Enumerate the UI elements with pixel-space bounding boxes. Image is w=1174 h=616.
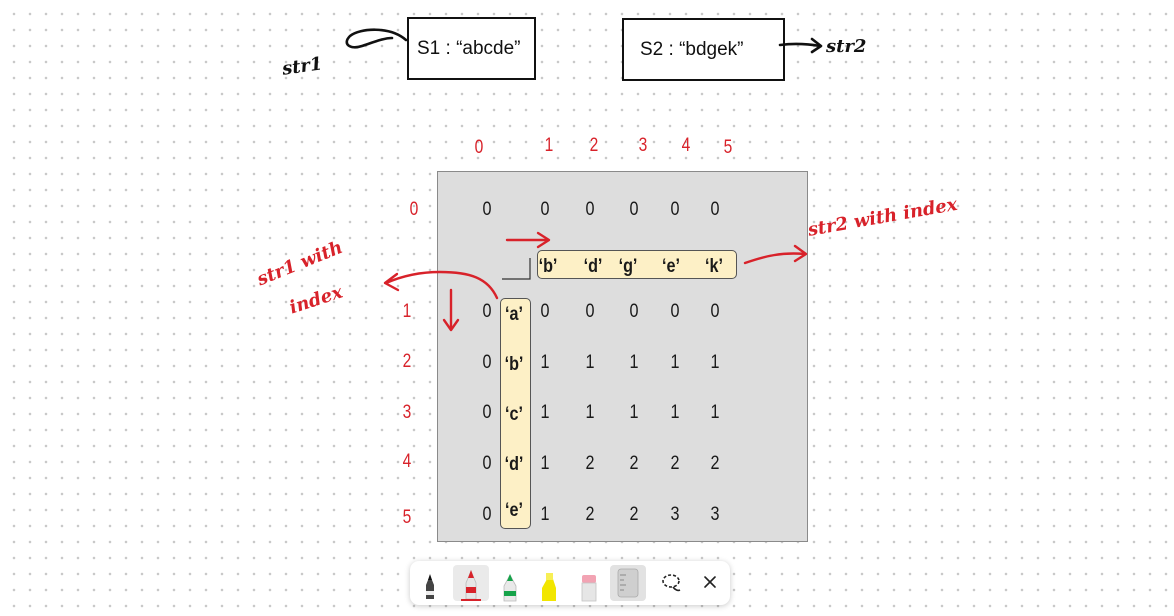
dp-cell: 0 — [629, 301, 639, 322]
col-index-2: 2 — [589, 135, 599, 156]
pen-red-icon — [461, 569, 481, 601]
s2-chars-highlight — [537, 250, 737, 279]
s2-char-3: ‘g’ — [618, 256, 638, 277]
row-index-0: 0 — [409, 199, 419, 220]
string-s1: S1 : “abcde” — [417, 37, 521, 59]
drawing-toolbar — [410, 561, 730, 605]
string-box-s1: S1 : “abcde” — [407, 17, 536, 80]
ruler-tool[interactable] — [610, 565, 646, 601]
dp-cell: 2 — [710, 453, 720, 474]
s2-char-5: ‘k’ — [705, 256, 723, 277]
dp-cell: 1 — [710, 352, 720, 373]
dp-cell: 1 — [670, 352, 680, 373]
dp-cell: 2 — [585, 453, 595, 474]
close-icon — [704, 576, 716, 588]
s2-char-1: ‘b’ — [538, 256, 558, 277]
dp-cell: 0 — [482, 453, 492, 474]
str2-arrow — [778, 42, 822, 48]
dp-cell: 1 — [629, 402, 639, 423]
highlighter-yellow-tool[interactable] — [531, 561, 567, 605]
dp-cell: 1 — [670, 402, 680, 423]
dp-cell: 0 — [670, 199, 680, 220]
s1-chars-highlight — [500, 298, 531, 529]
dp-cell: 2 — [629, 453, 639, 474]
col-index-5: 5 — [723, 137, 733, 158]
str1-index-arrow — [384, 270, 499, 300]
dp-cell: 0 — [482, 352, 492, 373]
dp-cell: 1 — [710, 402, 720, 423]
col-index-1: 1 — [544, 135, 554, 156]
dp-cell: 0 — [670, 301, 680, 322]
s2-char-4: ‘e’ — [662, 256, 680, 277]
dp-cell: 2 — [670, 453, 680, 474]
row-index-1: 1 — [402, 301, 412, 322]
eraser-tool[interactable] — [571, 561, 607, 605]
dp-cell: 3 — [710, 504, 720, 525]
pen-black-icon — [426, 574, 434, 599]
s1-char-1: ‘a’ — [505, 304, 523, 325]
dp-cell: 0 — [540, 301, 550, 322]
dp-table — [437, 171, 808, 542]
dp-cell: 2 — [629, 504, 639, 525]
s1-char-5: ‘e’ — [505, 500, 523, 521]
s1-char-3: ‘c’ — [505, 404, 523, 425]
dp-cell: 0 — [710, 199, 720, 220]
dp-cell: 1 — [540, 352, 550, 373]
dp-cell: 0 — [585, 199, 595, 220]
corner-cell-mark — [502, 258, 531, 280]
col-index-4: 4 — [681, 135, 691, 156]
dp-cell: 2 — [585, 504, 595, 525]
lasso-tool[interactable] — [653, 561, 689, 605]
ruler-icon — [617, 568, 639, 598]
row-index-4: 4 — [402, 451, 412, 472]
lasso-icon — [662, 574, 681, 592]
col-index-0: 0 — [474, 137, 484, 158]
annotation-str2-label: str2 — [826, 36, 867, 57]
dp-cell: 0 — [482, 504, 492, 525]
dp-cell: 0 — [710, 301, 720, 322]
dp-cell: 1 — [629, 352, 639, 373]
row-index-2: 2 — [402, 351, 412, 372]
string-box-s2: S2 : “bdgek” — [622, 18, 785, 81]
dp-cell: 1 — [540, 402, 550, 423]
pen-black-tool[interactable] — [414, 561, 450, 605]
dp-cell: 0 — [482, 402, 492, 423]
eraser-icon — [581, 575, 597, 602]
close-toolbar-button[interactable] — [692, 561, 728, 605]
pen-green-tool[interactable] — [492, 561, 528, 605]
dp-cell: 1 — [585, 352, 595, 373]
col-index-3: 3 — [638, 135, 648, 156]
str2-index-arrow — [743, 252, 807, 265]
dp-cell: 3 — [670, 504, 680, 525]
s2-char-2: ‘d’ — [583, 256, 603, 277]
row-index-3: 3 — [402, 402, 412, 423]
highlighter-yellow-icon — [542, 573, 556, 601]
string-s2: S2 : “bdgek” — [640, 38, 744, 60]
dp-cell: 1 — [585, 402, 595, 423]
str1-arrow — [345, 28, 408, 49]
dp-cell: 1 — [540, 453, 550, 474]
s1-char-2: ‘b’ — [504, 354, 524, 375]
dp-cell: 1 — [540, 504, 550, 525]
dp-cell: 0 — [482, 199, 492, 220]
pen-green-icon — [503, 574, 517, 602]
pen-red-tool[interactable] — [453, 565, 489, 601]
dp-cell: 0 — [585, 301, 595, 322]
s1-char-4: ‘d’ — [504, 454, 524, 475]
dp-cell: 0 — [540, 199, 550, 220]
dp-cell: 0 — [629, 199, 639, 220]
row-index-5: 5 — [402, 507, 412, 528]
dp-cell: 0 — [482, 301, 492, 322]
